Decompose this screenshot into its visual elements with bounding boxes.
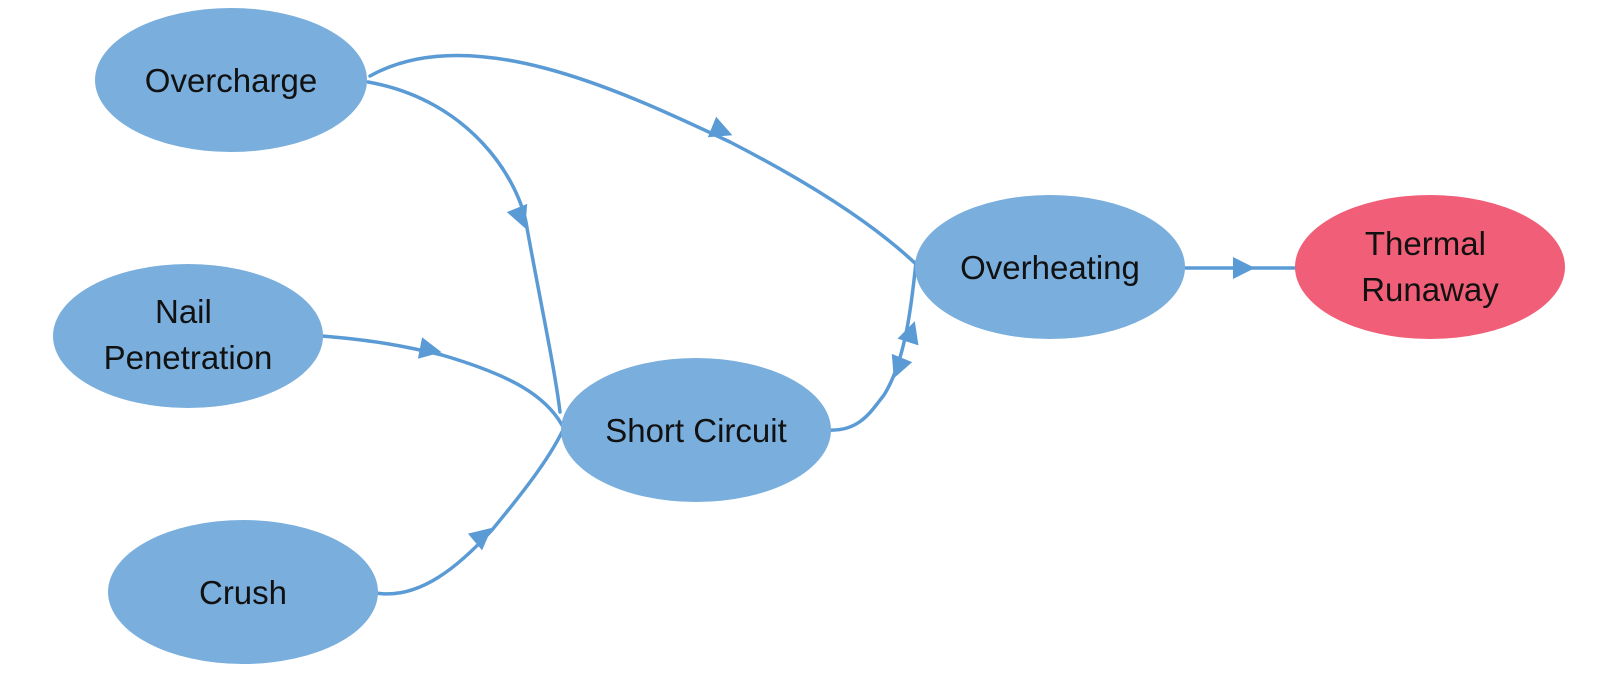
node-overheating-label: Overheating — [960, 249, 1140, 286]
edge-short-circuit-overheating — [826, 260, 918, 432]
node-crush: Crush — [108, 520, 378, 664]
node-overcharge-shape — [95, 8, 367, 152]
node-short-circuit-label: Short Circuit — [605, 412, 787, 449]
node-nail-penetration-label: Nail Penetration — [104, 293, 273, 376]
edge-overcharge-short-circuit — [366, 80, 562, 414]
node-overcharge-label: Overcharge — [145, 62, 317, 99]
node-overheating: Overheating — [915, 195, 1185, 339]
edge-overcharge-overheating — [368, 53, 920, 268]
arrowhead-crush-short-circuit — [467, 527, 492, 551]
arrowhead-nail-penetration-short-circuit — [417, 337, 442, 359]
node-nail-penetration-line-1: Nail — [155, 293, 212, 330]
node-overcharge: Overcharge — [95, 8, 367, 152]
edge-nail-penetration-short-circuit — [320, 334, 564, 427]
edges — [320, 53, 1300, 596]
node-nail-penetration-line-2: Penetration — [104, 339, 273, 376]
arrowhead-overheating-thermal-runaway — [1233, 257, 1255, 279]
nodes: Overcharge Nail Penetration Crush Short … — [53, 8, 1565, 664]
arrowhead-short-circuit-overheating-lower — [891, 353, 913, 379]
arrowhead-short-circuit-overheating-upper — [897, 321, 919, 346]
node-thermal-runaway: Thermal Runaway — [1295, 195, 1565, 339]
node-overheating-shape — [915, 195, 1185, 339]
node-thermal-runaway-label: Thermal Runaway — [1361, 225, 1499, 308]
node-crush-shape — [108, 520, 378, 664]
node-overcharge-line-1: Overcharge — [145, 62, 317, 99]
node-short-circuit-shape — [561, 358, 831, 502]
node-short-circuit-line-1: Short Circuit — [605, 412, 787, 449]
node-thermal-runaway-line-1: Thermal — [1365, 225, 1486, 262]
edge-crush-short-circuit — [374, 430, 564, 596]
node-crush-line-1: Crush — [199, 574, 287, 611]
node-short-circuit: Short Circuit — [561, 358, 831, 502]
node-thermal-runaway-line-2: Runaway — [1361, 271, 1499, 308]
arrowhead-overcharge-short-circuit — [506, 203, 528, 229]
node-nail-penetration: Nail Penetration — [53, 264, 323, 408]
arrowhead-overcharge-overheating — [707, 116, 733, 138]
node-thermal-runaway-shape — [1295, 195, 1565, 339]
node-crush-label: Crush — [199, 574, 287, 611]
node-overheating-line-1: Overheating — [960, 249, 1140, 286]
node-nail-penetration-shape — [53, 264, 323, 408]
